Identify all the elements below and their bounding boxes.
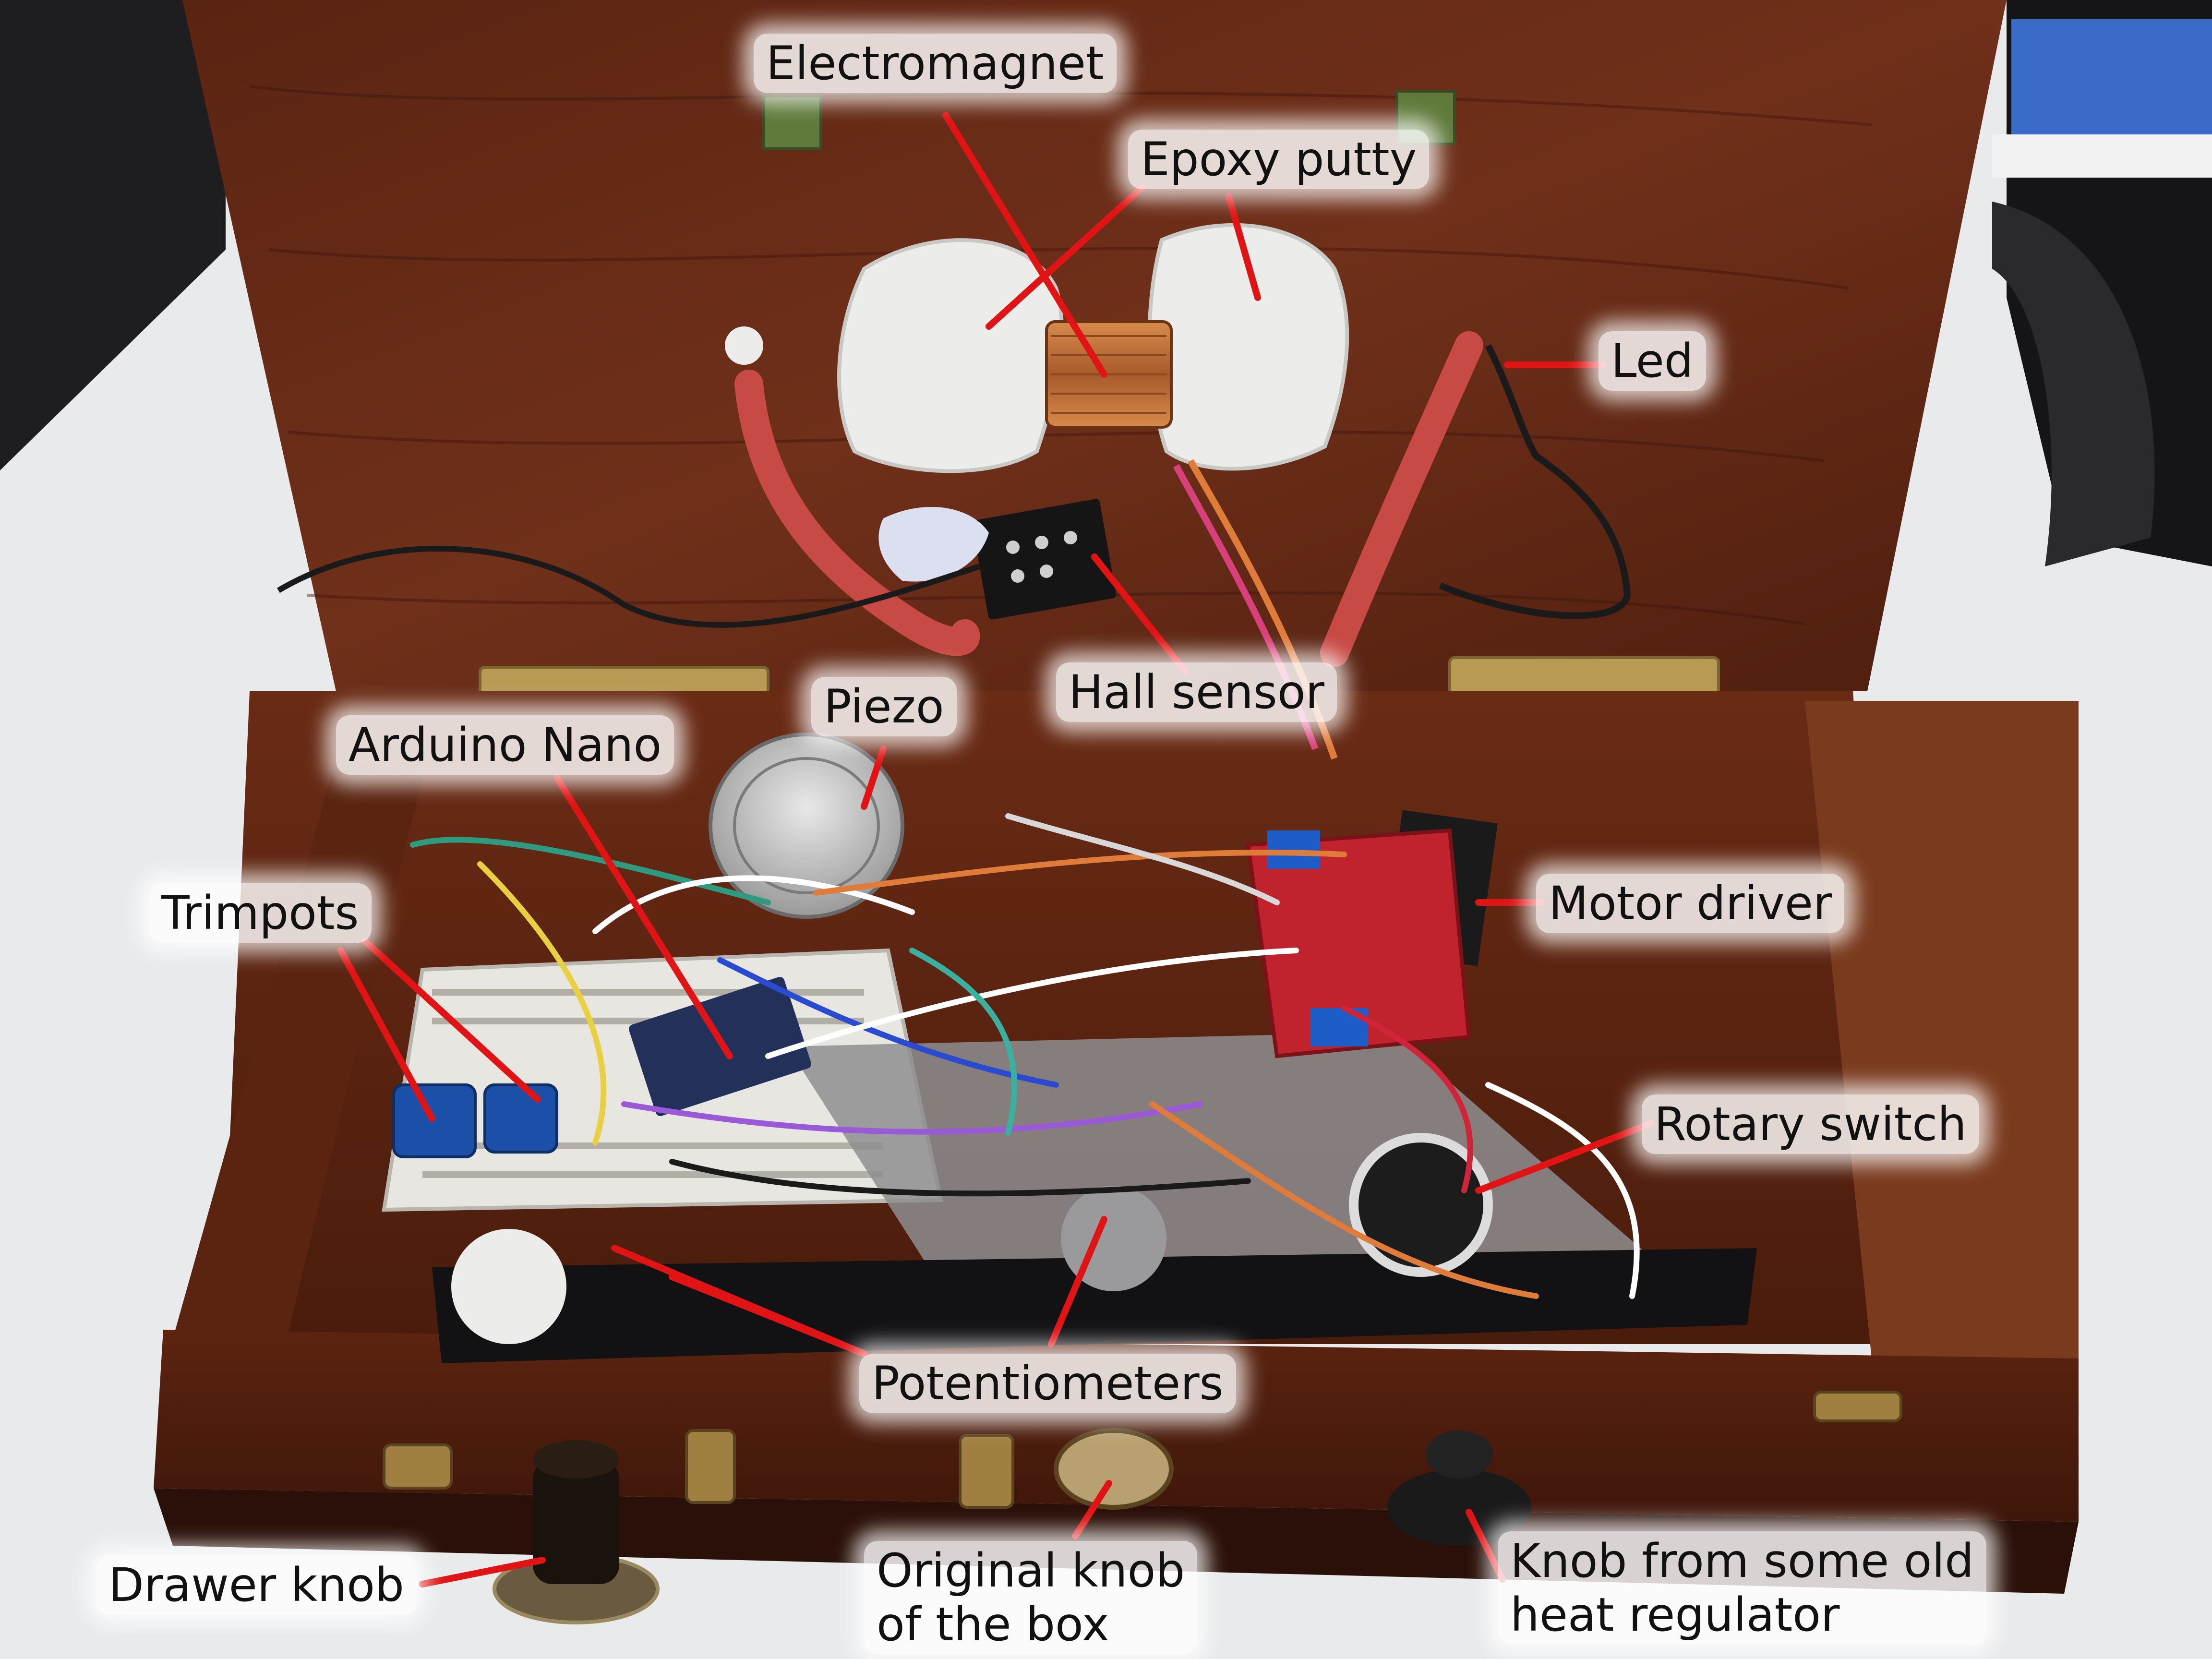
drawer-knob: [493, 1440, 660, 1624]
hall-sensor-board: [972, 499, 1116, 620]
epoxy-putty-left: [837, 238, 1064, 473]
pointer-electromagnet: [942, 112, 1107, 378]
label-rotary-switch: Rotary switch: [1642, 1094, 1979, 1154]
label-heat-knob-line1: Knob from some old: [1510, 1534, 1974, 1588]
clasp-left: [762, 95, 822, 150]
label-arduino-nano: Arduino Nano: [336, 715, 674, 775]
pointer-epoxy-left: [986, 184, 1146, 330]
label-potentiometers: Potentiometers: [859, 1354, 1236, 1413]
lid-wire-left: [734, 370, 980, 656]
label-heat-knob-line2: heat regulator: [1510, 1588, 1840, 1642]
front-panel: [432, 1248, 1757, 1363]
led-lead: [1439, 344, 1631, 619]
pointer-drawer-knob: [419, 1557, 546, 1587]
label-epoxy-putty: Epoxy putty: [1128, 130, 1430, 189]
pointer-lines: [337, 112, 1655, 1587]
jumper-wires: [410, 813, 1640, 1299]
label-piezo: Piezo: [811, 677, 957, 736]
monitor-bezel: [2011, 19, 2212, 144]
monitor-left: [0, 0, 226, 470]
motor-driver-board: [1246, 828, 1471, 1058]
label-original-knob-line2: of the box: [877, 1598, 1109, 1651]
pointer-arduino: [553, 774, 733, 1059]
pointer-pot-3: [1048, 1216, 1107, 1347]
hall-sensor-pins: [1006, 531, 1077, 583]
label-hall-sensor: Hall sensor: [1056, 662, 1337, 722]
label-trimpots: Trimpots: [149, 883, 372, 943]
coil-windings: [1051, 335, 1166, 414]
trimpot-2: [483, 1083, 558, 1154]
label-led: Led: [1599, 331, 1706, 391]
label-drawer-knob: Drawer knob: [96, 1555, 417, 1615]
pointer-epoxy-right: [1226, 193, 1261, 301]
pointer-trimpots-2: [361, 938, 541, 1103]
box-right-wall: [1805, 701, 2079, 1363]
pointer-piezo: [861, 745, 887, 810]
piezo-disc: [709, 733, 904, 919]
lid-wire-cap-left: [725, 326, 763, 365]
brass-bolts: [383, 1391, 1902, 1509]
label-original-knob-line1: Original knob: [877, 1544, 1185, 1598]
motor-driver-terminal-1: [1267, 830, 1320, 869]
label-original-knob: Original knob of the box: [864, 1541, 1198, 1654]
monitor-stand: [1992, 202, 2155, 566]
lid-wire-right: [1320, 331, 1483, 667]
label-motor-driver: Motor driver: [1536, 874, 1845, 933]
pointer-pot-2: [669, 1274, 867, 1357]
pointer-heat-knob: [1466, 1509, 1506, 1583]
label-heat-regulator-knob: Knob from some old heat regulator: [1498, 1531, 1987, 1645]
pointer-original-knob: [1072, 1480, 1112, 1539]
lid-black-wire: [276, 545, 980, 628]
rotary-switch-body: [1349, 1133, 1493, 1277]
trimpot-1: [392, 1083, 477, 1158]
label-electromagnet: Electromagnet: [754, 34, 1117, 93]
heat-regulator-knob: [1387, 1431, 1531, 1546]
monitor-screen-edge: [1992, 134, 2212, 178]
piezo-rim: [733, 757, 880, 894]
pointer-trimpots-1: [337, 947, 435, 1122]
pointer-rotary-switch: [1475, 1120, 1655, 1194]
original-box-knob: [1054, 1428, 1174, 1510]
pointer-hall-sensor: [1091, 553, 1189, 675]
hall-sensor-putty: [878, 507, 989, 582]
box-front: [154, 1330, 2079, 1522]
potentiometer-body-left: [451, 1229, 566, 1344]
